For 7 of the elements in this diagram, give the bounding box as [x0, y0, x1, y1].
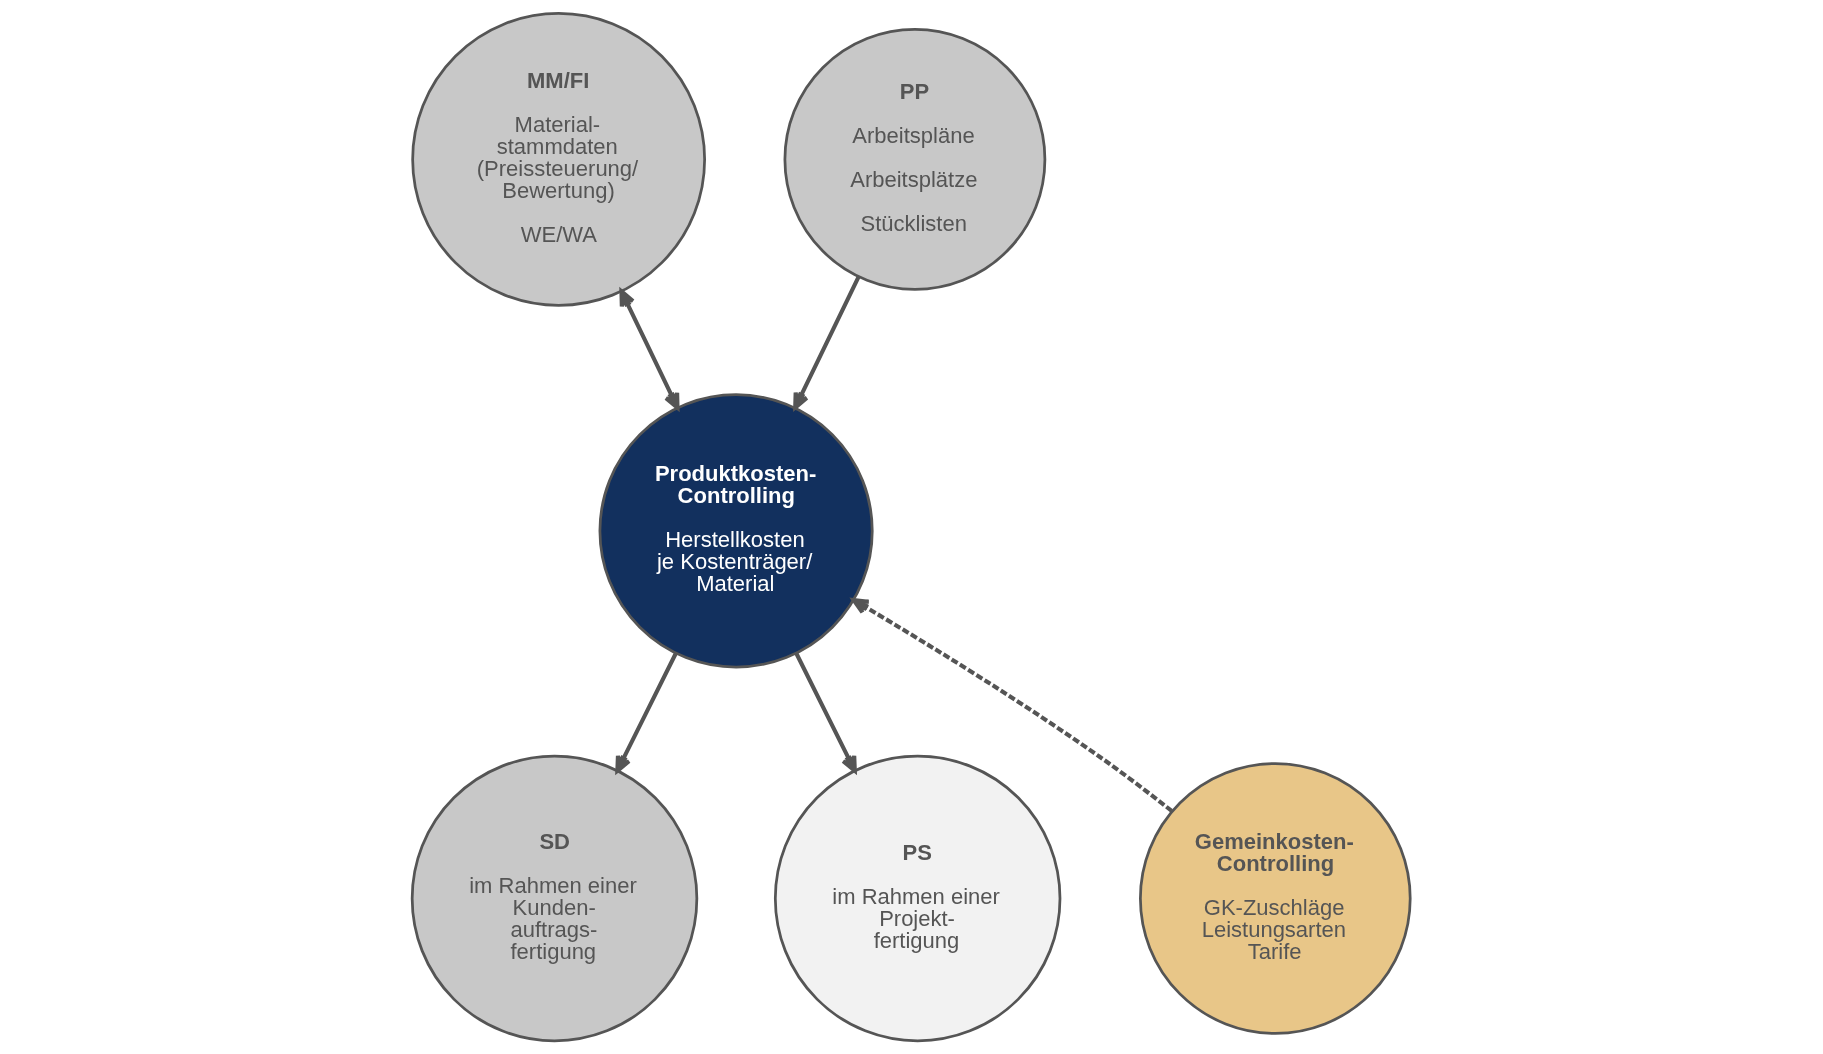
arrow — [619, 289, 680, 410]
node-circle: PP Arbeitspläne Arbeitsplätze Stücklisten — [783, 28, 1047, 291]
arrow — [793, 276, 861, 410]
arrow — [615, 652, 678, 773]
node-circle: Gemeinkosten- Controlling GK-Zuschläge Leistungsarten Tarife — [1139, 762, 1412, 1035]
arrow — [794, 652, 857, 773]
arrow — [851, 597, 1173, 813]
